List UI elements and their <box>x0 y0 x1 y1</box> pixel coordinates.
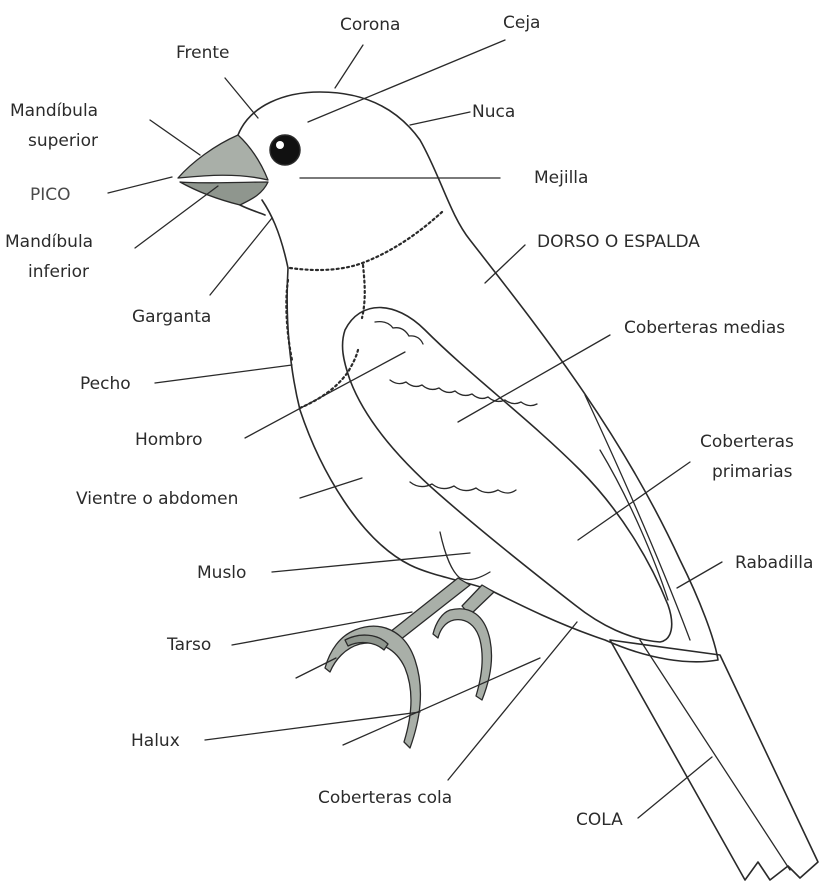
label-mandibula-inferior-2: inferior <box>28 262 89 282</box>
label-vientre: Vientre o abdomen <box>76 489 238 509</box>
wing-feathers-row2 <box>410 482 516 493</box>
leader-nuca <box>410 112 470 125</box>
leader-hombro <box>245 352 405 438</box>
leader-coberteras-medias <box>458 335 610 422</box>
eye <box>270 135 300 165</box>
leader-corona <box>335 45 363 88</box>
label-coberteras-primarias-1: Coberteras <box>700 432 794 452</box>
label-pico: PICO <box>30 185 71 205</box>
label-tarso: Tarso <box>166 635 211 655</box>
foot-right <box>433 609 492 700</box>
label-coberteras-cola: Coberteras cola <box>318 788 452 808</box>
eye-highlight <box>276 141 284 149</box>
label-pecho: Pecho <box>80 374 131 394</box>
leader-pico <box>108 177 172 193</box>
label-corona: Corona <box>340 15 400 35</box>
lower-mandible <box>180 182 268 205</box>
label-coberteras-medias: Coberteras medias <box>624 318 785 338</box>
bird-illustration <box>178 92 818 880</box>
label-mandibula-superior-1: Mandíbula <box>10 101 98 121</box>
label-mandibula-inferior-1: Mandíbula <box>5 232 93 252</box>
leader-mandibula-inferior <box>135 186 218 248</box>
label-mandibula-superior-2: superior <box>28 131 98 151</box>
label-cola: COLA <box>576 810 623 830</box>
labels: Corona Ceja Frente Mandíbula superior Nu… <box>5 13 813 830</box>
leader-foot-extra-2 <box>343 658 540 745</box>
leader-garganta <box>210 218 272 295</box>
label-dorso: DORSO O ESPALDA <box>537 232 700 252</box>
wing-outline <box>343 308 672 643</box>
tail-outline <box>610 640 818 880</box>
leader-halux <box>205 712 420 740</box>
label-mejilla: Mejilla <box>534 168 588 188</box>
leader-pecho <box>155 365 292 383</box>
upper-mandible <box>178 135 268 180</box>
chin-line <box>240 205 265 215</box>
label-coberteras-primarias-2: primarias <box>712 462 793 482</box>
leader-mandibula-superior <box>150 120 200 155</box>
leader-frente <box>225 78 258 118</box>
wing-feathers-row1 <box>390 380 537 406</box>
leader-coberteras-cola <box>448 622 577 780</box>
leader-coberteras-primarias <box>578 462 690 540</box>
label-muslo: Muslo <box>197 563 246 583</box>
label-halux: Halux <box>131 731 180 751</box>
wing-primary-edge <box>585 395 690 640</box>
label-frente: Frente <box>176 43 230 63</box>
label-hombro: Hombro <box>135 430 203 450</box>
label-rabadilla: Rabadilla <box>735 553 813 573</box>
leader-dorso <box>485 245 525 283</box>
throat-boundary <box>290 212 442 270</box>
label-ceja: Ceja <box>503 13 540 33</box>
wing-feathers-top <box>375 322 423 344</box>
label-nuca: Nuca <box>472 102 515 122</box>
leader-cola <box>638 757 712 818</box>
label-garganta: Garganta <box>132 307 211 327</box>
leader-muslo <box>272 553 470 572</box>
